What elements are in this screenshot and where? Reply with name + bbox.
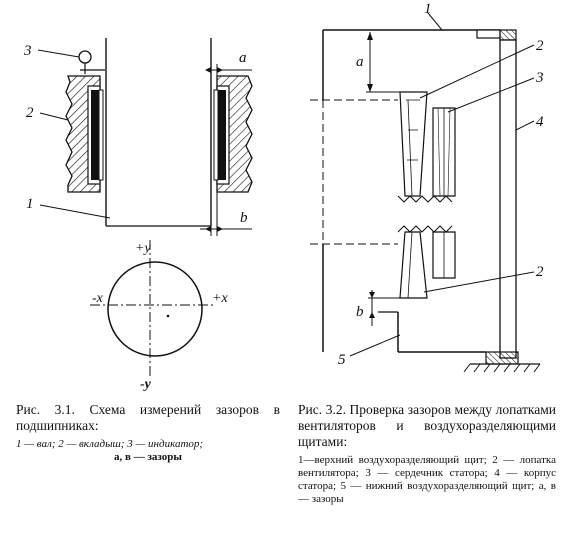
gap-b-dimension bbox=[200, 192, 252, 236]
shaft bbox=[105, 38, 212, 227]
label-fig2-2-top: 2 bbox=[536, 38, 544, 54]
label-indicator: 3 bbox=[23, 43, 32, 59]
bushing-left bbox=[91, 89, 104, 181]
indicator-icon bbox=[78, 50, 105, 74]
figure-3-2-ventilator-diagram bbox=[310, 12, 541, 373]
label-fig2-gap-b: b bbox=[356, 304, 364, 320]
shaft-cross-section bbox=[90, 240, 214, 376]
figure-3-1-legend-line-1: 1 — вал; 2 — вкладыш; 3 — индикатор; bbox=[16, 438, 204, 450]
figure-3-1-caption: Рис. 3.1. Схема измерений зазоров в подш… bbox=[16, 402, 280, 464]
figure-3-2-caption: Рис. 3.2. Проверка зазоров между лопатка… bbox=[298, 402, 556, 506]
figure-3-1-caption-title: Рис. 3.1. Схема измерений зазоров в подш… bbox=[16, 402, 280, 433]
label-fig2-5: 5 bbox=[338, 352, 346, 368]
figure-3-1-legend-line-2: a, в — зазоры bbox=[114, 451, 182, 463]
label-minus-x: -x bbox=[92, 291, 104, 306]
figure-3-2-caption-title: Рис. 3.2. Проверка зазоров между лопатка… bbox=[298, 402, 556, 449]
figure-3-2-caption-legend: 1—верхний воздухоразделяющий щит; 2 — ло… bbox=[298, 454, 556, 505]
label-fig2-3: 3 bbox=[535, 70, 544, 86]
label-plus-x: +x bbox=[212, 291, 228, 306]
label-minus-y: -y bbox=[140, 377, 152, 392]
gap-a-dimension bbox=[205, 64, 252, 76]
label-gap-b: b bbox=[240, 210, 248, 226]
bushing-right bbox=[213, 89, 226, 181]
label-plus-y: +y bbox=[135, 241, 151, 256]
label-fig2-2-bottom: 2 bbox=[536, 264, 544, 280]
label-shaft: 1 bbox=[26, 196, 34, 212]
label-fig2-4: 4 bbox=[536, 114, 544, 130]
label-fig2-gap-a: a bbox=[356, 54, 364, 70]
label-gap-a: a bbox=[239, 50, 247, 66]
label-bushing: 2 bbox=[26, 105, 34, 121]
figure-3-1-caption-legend: 1 — вал; 2 — вкладыш; 3 — индикатор; a, … bbox=[16, 438, 280, 464]
label-fig2-1: 1 bbox=[424, 1, 432, 17]
